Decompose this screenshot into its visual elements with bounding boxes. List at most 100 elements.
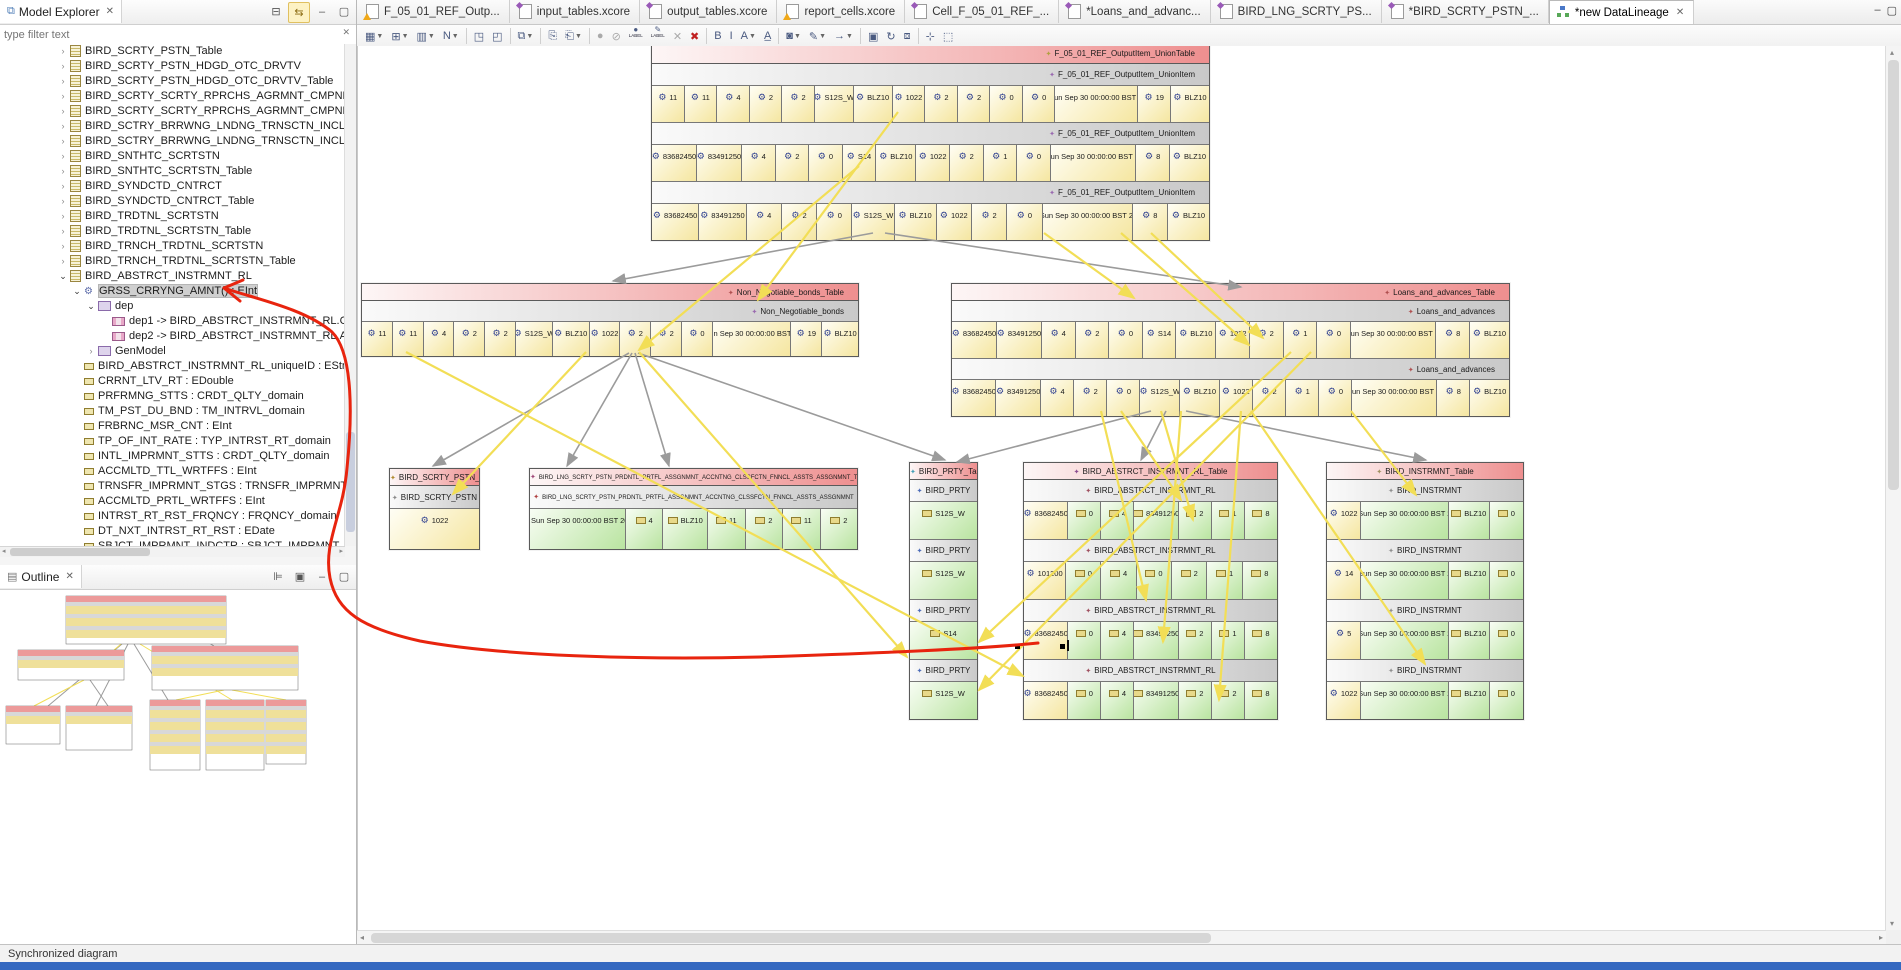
expand-arrow-icon[interactable]: › (61, 211, 65, 221)
table-header[interactable]: ✦BIRD_INSTRMNT_Table (1327, 463, 1523, 480)
model-explorer-tab[interactable]: ⧉ Model Explorer ✕ (0, 0, 122, 23)
diagram-cell[interactable]: ⚙1 (1286, 380, 1320, 416)
diagram-cell[interactable]: 4 (1101, 622, 1135, 659)
tree-item[interactable]: ›BIRD_SCRTY_SCRTY_RPRCHS_AGRMNT_CMPNNT_A… (0, 89, 345, 104)
diagram-cell[interactable]: ⚙2 (749, 86, 783, 122)
diagram-cell[interactable]: 83491250 (1134, 682, 1179, 719)
diagram-cell[interactable]: S14 (910, 622, 977, 659)
diagram-cell[interactable]: ⚙83682450 (1024, 682, 1069, 719)
diagram-cell[interactable]: ⚙101200 (1024, 562, 1067, 599)
diagram-cell[interactable]: ⚙Sun Sep 30 00:00:00 BST 2018 (1352, 380, 1438, 416)
show-grid-button[interactable]: ⬚ (942, 30, 954, 43)
diagram-cell[interactable]: ⚙4 (423, 322, 455, 356)
tree-item[interactable]: ›BIRD_SNTHTC_SCRTSTN_Table (0, 164, 345, 179)
tree-item[interactable]: ›BIRD_SCTRY_BRRWNG_LNDNG_TRNSCTN_INCLDNG… (0, 134, 345, 149)
diagram-cell[interactable]: ⚙1022 (916, 145, 950, 181)
diagram-cell[interactable]: ⚙0 (809, 145, 843, 181)
diagram-cell[interactable]: ⚙2 (1074, 380, 1108, 416)
diagram-cell[interactable]: ⚙2 (1249, 322, 1284, 358)
delete-from-diagram-button[interactable]: ✕ (672, 30, 683, 43)
diagram-cell[interactable]: 0 (1489, 682, 1524, 719)
tree-item[interactable]: dep2 -> BIRD_ABSTRCT_INSTRMNT_RL.ACCRD_I… (0, 329, 345, 344)
diagram-table[interactable]: ✦Non_Negotiable_bonds_Table✦Non_Negotiab… (361, 283, 859, 357)
diagram-cell[interactable]: 83491250 (1134, 502, 1179, 539)
dropdown-arrow-icon[interactable]: ▼ (749, 32, 756, 40)
table-item-band[interactable]: ✦F_05_01_REF_OutputItem_UnionItem (652, 123, 1209, 145)
canvas-vertical-scrollbar[interactable]: ▴ ▾ (1885, 46, 1901, 930)
tree-item[interactable]: ›BIRD_TRNCH_TRDTNL_SCRTSTN_Table (0, 254, 345, 269)
scroll-right-icon[interactable]: ▸ (339, 548, 343, 555)
diagram-cell[interactable]: ⚙2 (485, 322, 517, 356)
diagram-cell[interactable]: ⚙BLZ10 (894, 204, 937, 240)
diagram-cell[interactable]: ⚙Sun Sep 30 00:00:00 BST 2018 (1055, 86, 1139, 122)
scroll-left-icon[interactable]: ◂ (2, 548, 6, 555)
diagram-cell[interactable]: 1 (1207, 562, 1243, 599)
diagram-cell[interactable]: BLZ10 (1448, 562, 1490, 599)
tree-item[interactable]: ›BIRD_SYNDCTD_CNTRCT_Table (0, 194, 345, 209)
tree-item[interactable]: ⌄⚙GRSS_CRRYNG_AMNT() : EInt (0, 284, 345, 299)
dropdown-arrow-icon[interactable]: ▼ (401, 32, 409, 40)
maximize-editor-button[interactable]: ▢ (1886, 5, 1897, 17)
diagram-cell[interactable]: Sun Sep 30 00:00:00 BST 2018 (530, 509, 626, 549)
diagram-cell[interactable]: 8 (1244, 682, 1278, 719)
arrow-type-button[interactable]: →▼ (834, 30, 853, 42)
diagram-cell[interactable]: 8 (1244, 622, 1278, 659)
diagram-cell[interactable]: 4 (1101, 562, 1137, 599)
arrange-hierarchy-button[interactable]: ⧉▼ (517, 29, 534, 42)
show-label-button[interactable]: ●LABEL (628, 25, 643, 39)
diagram-cell[interactable]: ⚙0 (990, 86, 1023, 122)
add-note-menu-button[interactable]: N▼ (442, 30, 459, 42)
tree-item[interactable]: ⌄dep (0, 299, 345, 314)
scroll-up-icon[interactable]: ▴ (1890, 48, 1895, 57)
table-header[interactable]: ✦BIRD_LNG_SCRTY_PSTN_PRDNTL_PRTFL_ASSGNM… (530, 469, 857, 486)
collapse-arrow-icon[interactable]: ⌄ (87, 301, 95, 311)
clear-filter-icon[interactable]: ✕ (342, 27, 350, 37)
tree-item[interactable]: PRFRMNG_STTS : CRDT_QLTY_domain (0, 389, 345, 404)
open-representation-button[interactable]: ◰ (492, 30, 503, 43)
diagram-cell[interactable]: 0 (1068, 622, 1102, 659)
tree-item[interactable]: ›BIRD_TRDTNL_SCRTSTN_Table (0, 224, 345, 239)
diagram-cell[interactable]: ⚙19 (791, 322, 823, 356)
expand-arrow-icon[interactable]: › (61, 136, 65, 146)
diagram-cell[interactable]: ⚙11 (684, 86, 718, 122)
diagram-cell[interactable]: 0 (1068, 502, 1102, 539)
diagram-cell[interactable]: BLZ10 (1448, 502, 1490, 539)
tree-item[interactable]: ›BIRD_SCRTY_SCRTY_RPRCHS_AGRMNT_CMPNNT_A… (0, 104, 345, 119)
diagram-cell[interactable]: ⚙S14 (842, 145, 877, 181)
table-item-band[interactable]: ✦BIRD_INSTRMNT (1327, 600, 1523, 622)
snap-to-grid-button[interactable]: ⊹ (925, 30, 935, 43)
diagram-cell[interactable]: Sun Sep 30 00:00:00 BST 2018 (1361, 622, 1449, 659)
dropdown-arrow-icon[interactable]: ▼ (376, 32, 384, 40)
export-image-button[interactable]: ▣ (867, 30, 879, 43)
diagram-cell[interactable]: ⚙11 (652, 86, 685, 122)
diagram-table[interactable]: ✦BIRD_PRTY_Table✦BIRD_PRTYS12S_W✦BIRD_PR… (909, 462, 978, 720)
diagram-cell[interactable]: 11 (783, 509, 821, 549)
diagram-cell[interactable]: ⚙83682450 (1024, 502, 1069, 539)
diagram-cell[interactable]: 0 (1136, 562, 1173, 599)
expand-arrow-icon[interactable]: › (61, 196, 65, 206)
diagram-cell[interactable]: 2 (1178, 682, 1212, 719)
expand-arrow-icon[interactable]: › (61, 121, 65, 131)
diagram-cell[interactable]: 2 (1211, 682, 1245, 719)
diagram-cell[interactable]: 8 (1242, 562, 1278, 599)
diagram-canvas[interactable]: ✦F_05_01_REF_OutputItem_UnionTable✦F_05_… (357, 46, 1887, 930)
diagram-cell[interactable]: 0 (1489, 622, 1524, 659)
diagram-cell[interactable]: ⚙0 (682, 322, 713, 356)
diagram-cell[interactable]: ⚙2 (1075, 322, 1110, 358)
diagram-cell[interactable]: ⚙S12S_W (516, 322, 553, 356)
dropdown-arrow-icon[interactable]: ▼ (819, 32, 827, 40)
delete-from-model-button[interactable]: ✖ (690, 30, 700, 43)
diagram-cell[interactable]: ⚙S12S_W (1140, 380, 1181, 416)
diagram-cell[interactable]: ⚙1022 (589, 322, 621, 356)
table-item-band[interactable]: ✦BIRD_INSTRMNT (1327, 540, 1523, 562)
tree-item[interactable]: ›BIRD_SCRTY_PSTN_HDGD_OTC_DRVTV_Table (0, 74, 345, 89)
diagram-cell[interactable]: ⚙83682450 (952, 380, 997, 416)
diagram-cell[interactable]: ⚙1022 (1219, 380, 1253, 416)
outline-thumbnail[interactable] (0, 590, 356, 945)
table-item-band[interactable]: ✦F_05_01_REF_OutputItem_UnionItem (652, 64, 1209, 86)
close-icon[interactable]: ✕ (1675, 7, 1685, 18)
line-color-button[interactable]: ✎▼ (808, 30, 827, 43)
diagram-cell[interactable]: 0 (1489, 502, 1524, 539)
outline-tree-view-button[interactable]: ⊫ (273, 571, 283, 583)
table-item-band[interactable]: ✦BIRD_PRTY (910, 660, 977, 682)
